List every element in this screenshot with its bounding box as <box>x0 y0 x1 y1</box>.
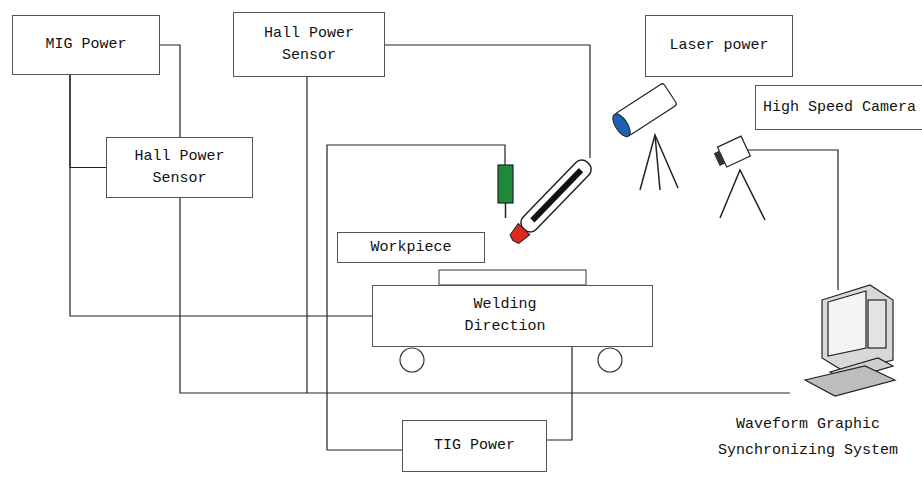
power-box: Laser power <box>645 15 793 77</box>
power-box: MIG Power <box>12 15 160 75</box>
node-label: High Speed Camera <box>763 97 916 119</box>
wire-connector <box>547 347 572 440</box>
wire-connector <box>70 75 106 168</box>
node-label: Laser power <box>669 35 768 57</box>
wire <box>306 77 307 393</box>
node-label: Workpiece <box>370 237 451 259</box>
node-label: Hall Power Sensor <box>244 23 374 67</box>
node-label: MIG Power <box>45 34 126 56</box>
tig-torch <box>498 165 513 218</box>
mig-torch <box>506 157 594 247</box>
wire <box>160 45 790 393</box>
node-label: Welding Direction <box>453 294 557 338</box>
laser-head <box>609 83 678 190</box>
wheel <box>598 348 622 372</box>
camera-box: High Speed Camera <box>755 85 922 130</box>
wire <box>385 45 590 158</box>
workpiece-plate <box>439 270 586 285</box>
sensor-box: Hall Power Sensor <box>233 12 385 77</box>
sensor-box: Hall Power Sensor <box>106 137 253 198</box>
wire-connector <box>70 75 372 316</box>
wheel <box>400 348 424 372</box>
node-label: Hall Power Sensor <box>117 146 242 190</box>
power-box: TIG Power <box>402 420 547 472</box>
workpiece-box: Workpiece <box>337 232 485 263</box>
node-label: TIG Power <box>434 435 515 457</box>
computer <box>805 285 895 396</box>
system-label: Waveform Graphic Synchronizing System <box>703 412 913 463</box>
high-speed-camera <box>712 136 765 220</box>
carriage-box: Welding Direction <box>372 285 653 347</box>
wire <box>745 150 838 290</box>
